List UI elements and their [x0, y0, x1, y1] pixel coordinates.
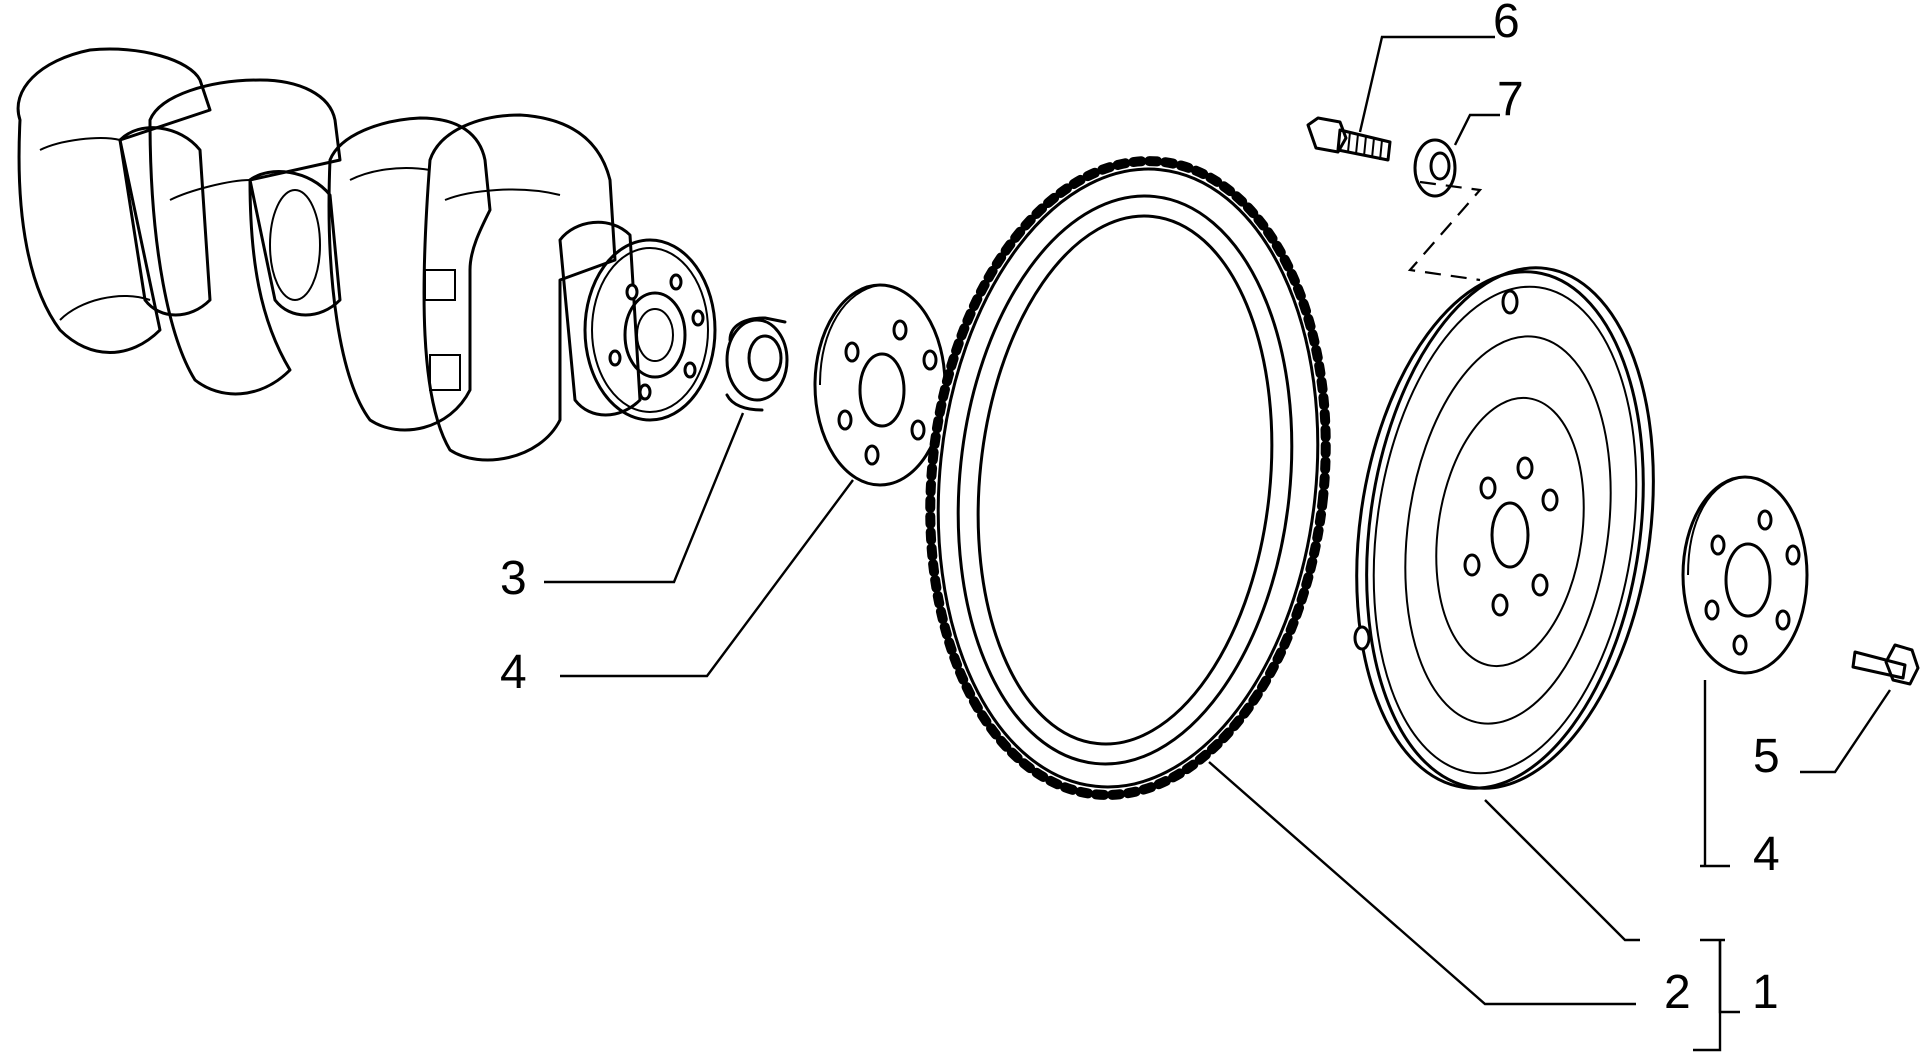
callout-2: 2: [1664, 966, 1691, 1019]
part-4-left-washer-plate: [813, 283, 947, 487]
part-4-right-washer-plate: [1681, 475, 1809, 675]
assembly-guide-dashed: [1407, 180, 1483, 282]
crankshaft: [16, 47, 717, 462]
part-7-washer: [1413, 138, 1457, 198]
part-6-bolt: [1306, 116, 1392, 162]
callout-1: 1: [1752, 966, 1779, 1019]
callout-5: 5: [1753, 730, 1780, 783]
leader-lines: [544, 35, 1891, 1052]
part-3-pilot-bushing: [725, 316, 789, 412]
part-1-flywheel: [1353, 266, 1655, 790]
callout-4-left: 4: [500, 646, 527, 699]
callout-6: 6: [1493, 0, 1520, 48]
part-5-bolt: [1851, 643, 1920, 686]
part-2-ring-gear: [925, 156, 1331, 800]
callout-3: 3: [500, 552, 527, 605]
callout-7: 7: [1497, 73, 1524, 126]
callout-4-right: 4: [1753, 828, 1780, 881]
